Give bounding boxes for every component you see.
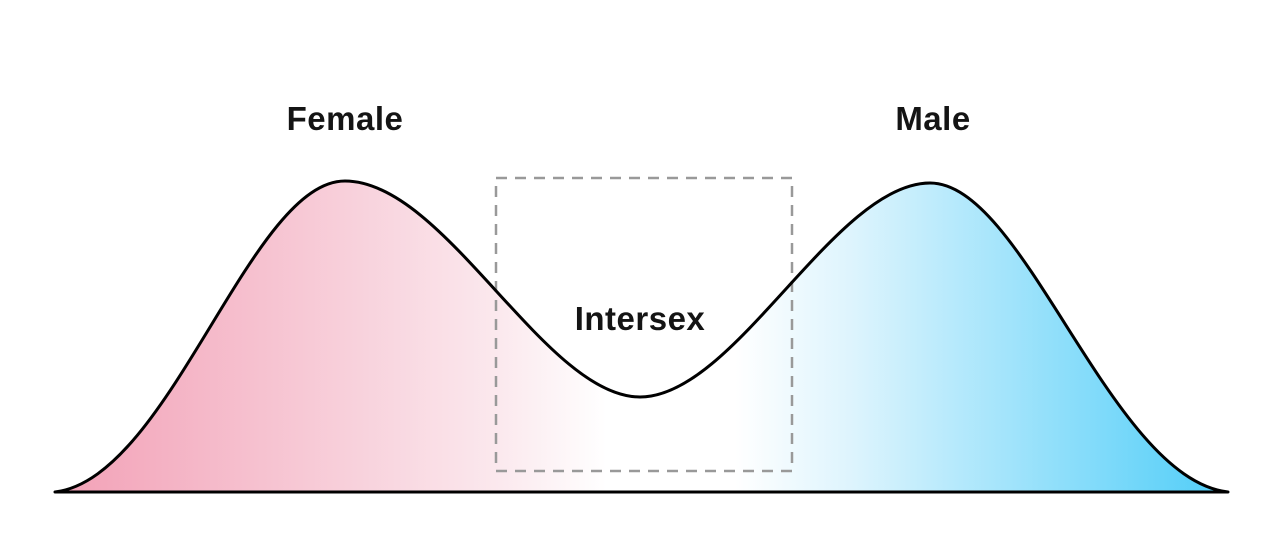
distribution-fill: [55, 181, 1228, 492]
intersex-label: Intersex: [574, 300, 706, 337]
curve-outline: [53, 179, 1230, 494]
female-label: Female: [286, 100, 404, 137]
male-label: Male: [895, 100, 971, 137]
intersex-region-box: [494, 176, 794, 473]
